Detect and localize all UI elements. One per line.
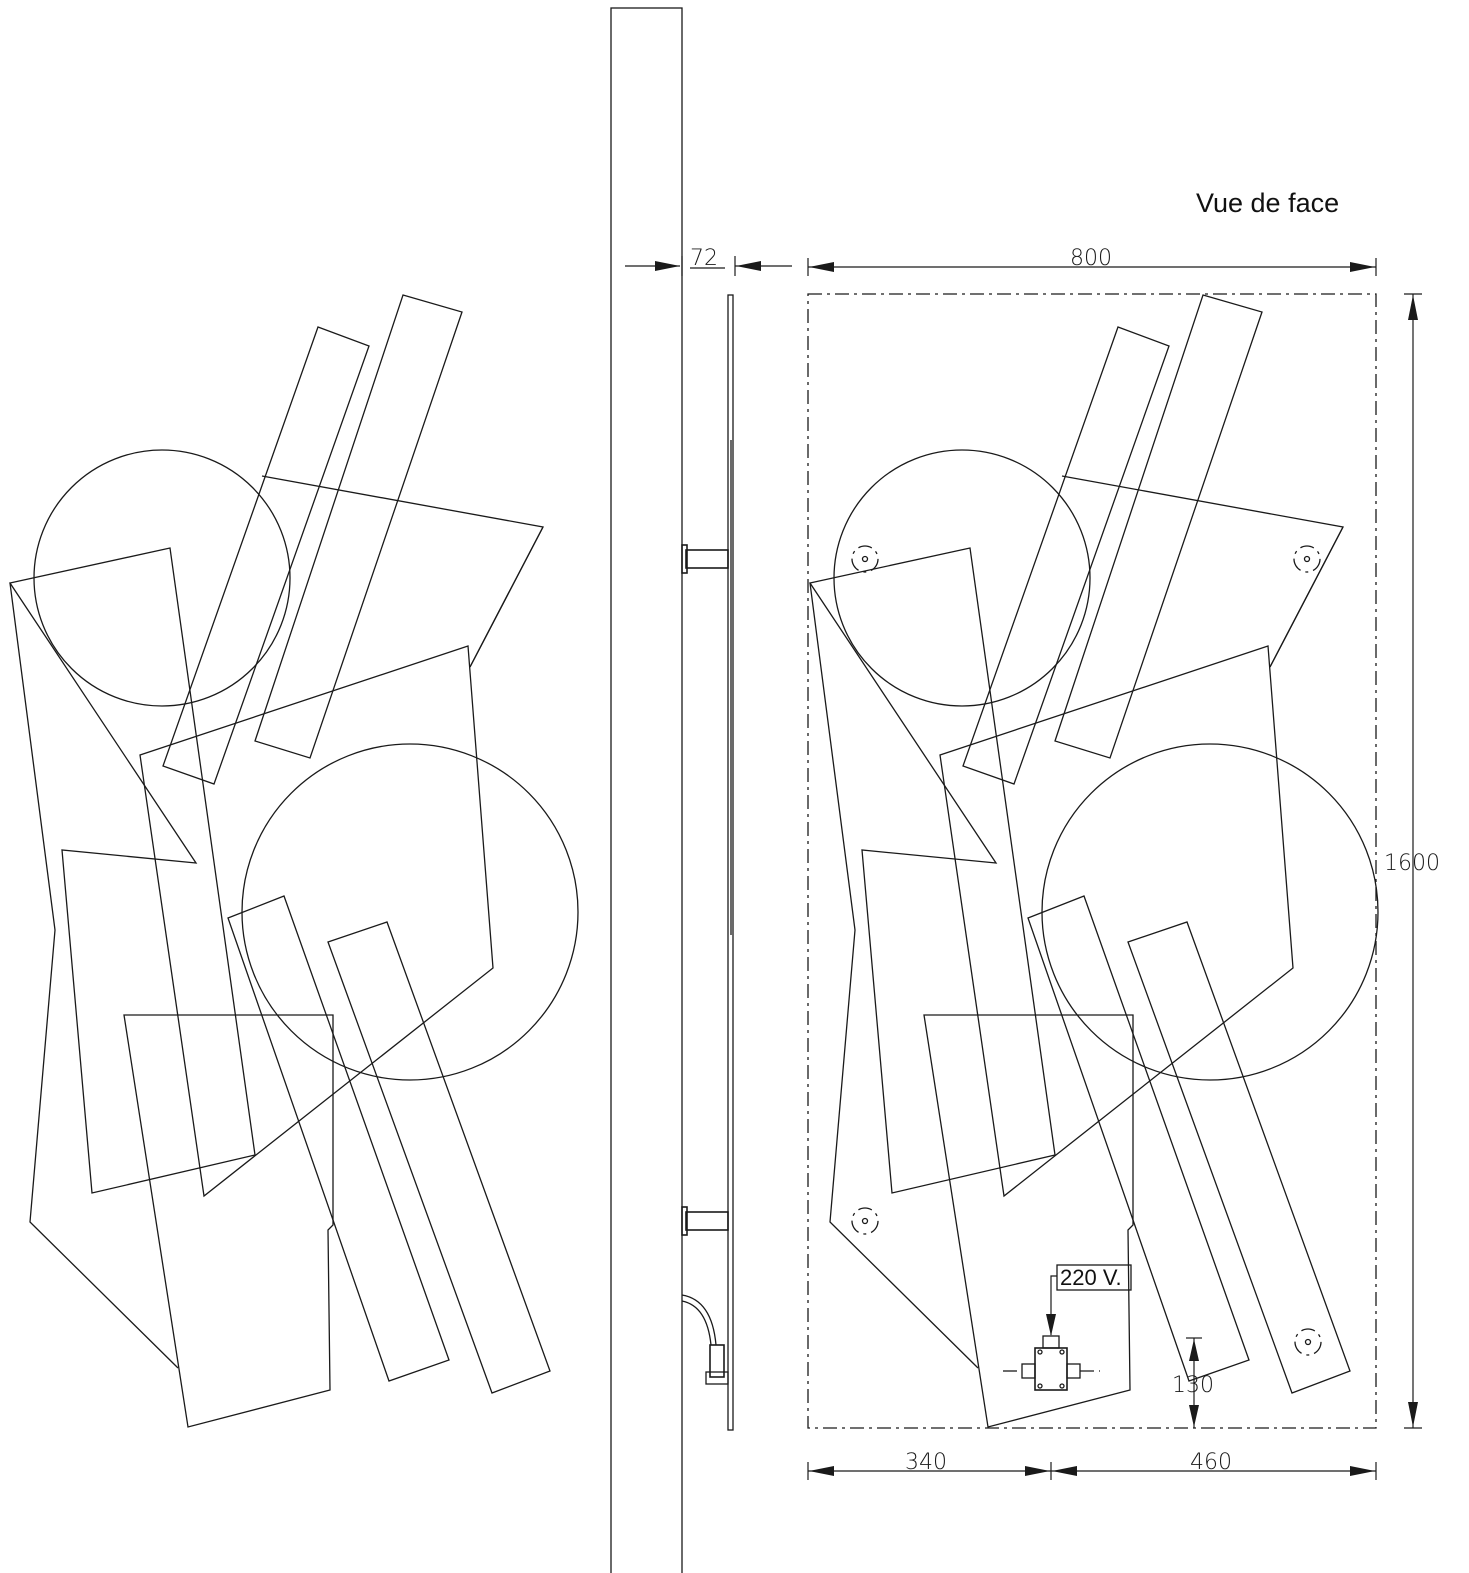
cable bbox=[681, 1294, 717, 1346]
standoff-bottom-flange bbox=[681, 1206, 688, 1236]
width-dimension-label: 800 bbox=[1070, 246, 1112, 271]
side-view: 72 bbox=[610, 7, 792, 1573]
decorative-panel-outline-front bbox=[809, 294, 1379, 1428]
decorative-panel-outline bbox=[9, 294, 579, 1428]
left-view bbox=[9, 294, 579, 1428]
right-offset-dimension-label: 460 bbox=[1190, 1450, 1232, 1475]
standoff-bottom bbox=[685, 1211, 729, 1231]
left-offset-dimension-label: 340 bbox=[905, 1450, 947, 1475]
depth-dimension-label: 72 bbox=[690, 246, 718, 271]
front-view: 220 V. Vue de face 800 1600 130 340 bbox=[807, 188, 1440, 1480]
standoff-top-flange bbox=[681, 544, 688, 574]
panel-edge bbox=[727, 294, 734, 1431]
standoff-top bbox=[685, 549, 729, 569]
mounting-point bbox=[1294, 1328, 1322, 1356]
mounting-point bbox=[1293, 545, 1321, 573]
mounting-point bbox=[851, 545, 879, 573]
view-title: Vue de face bbox=[1196, 188, 1339, 218]
voltage-label: 220 V. bbox=[1060, 1265, 1122, 1290]
mounting-point bbox=[851, 1207, 879, 1235]
panel-boundary bbox=[807, 293, 1377, 1429]
height-dimension-label: 1600 bbox=[1384, 851, 1440, 876]
cable-gland-nut bbox=[705, 1371, 729, 1385]
electrical-junction-box bbox=[1003, 1335, 1100, 1391]
wall-section bbox=[610, 7, 683, 1573]
bottom-offset-dimension-label: 130 bbox=[1172, 1373, 1214, 1398]
cable-gland bbox=[709, 1344, 725, 1378]
